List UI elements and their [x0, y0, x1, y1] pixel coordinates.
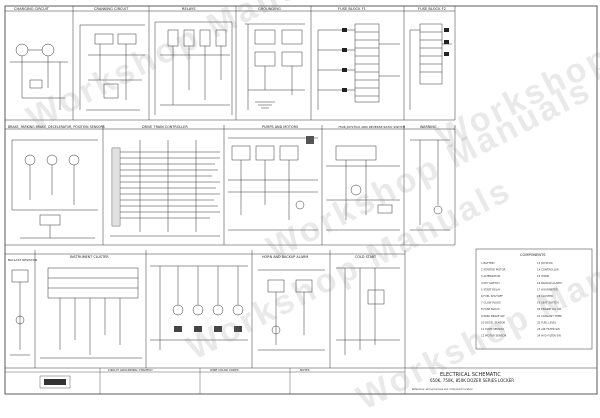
legend: COMPONENTS 1 BATTERY 2 STARTER MOTOR 3 ALT… — [475, 248, 593, 350]
legend-item: 13 JOYSTICK — [537, 261, 553, 265]
legend-item: 11 PUMP SENSOR — [481, 327, 504, 331]
joystick-wiring — [326, 145, 400, 231]
bottom-band: BALLAST RESISTOR INSTRUMENT CLUSTER HORN… — [5, 250, 597, 369]
drive-train-wiring — [110, 140, 220, 237]
legend-item: 7 GLOW PLUGS — [481, 301, 501, 305]
legend-item: 24 HYD FILTER SW — [537, 334, 561, 338]
legend-item: 15 HORN — [537, 274, 549, 278]
legend-item: 9 PARK BRAKE SW — [481, 314, 505, 318]
section-cluster: INSTRUMENT CLUSTER — [70, 255, 109, 259]
cold-start-wiring — [336, 267, 400, 355]
left-column-wiring — [10, 269, 30, 356]
legend-item: 19 SEAT SWITCH — [537, 301, 559, 305]
pumps-wiring — [228, 137, 318, 231]
section-brake: BRAKE, PARKING BRAKE, DECELERATOR, POSIT… — [8, 125, 105, 129]
legend-item: 2 STARTER MOTOR — [481, 268, 506, 272]
section-horn: HORN AND BACKUP ALARM — [262, 255, 308, 259]
top-band: CHARGING CIRCUIT CRANKING CIRCUIT RELAYS… — [5, 6, 456, 121]
legend-item: 21 COOLANT TEMP — [537, 314, 562, 318]
grounding-wiring — [245, 23, 305, 110]
sheet-border — [4, 5, 598, 395]
legend-item: 16 BACKUP ALARM — [537, 281, 561, 285]
section-relays: RELAYS — [182, 7, 196, 11]
section-joystick: 750K JOYSTICK AND REVERSE RATIO SWITCH — [338, 125, 405, 129]
sensor-connectors — [174, 326, 242, 332]
schematic-sheet: CHARGING CIRCUIT CRANKING CIRCUIT RELAYS… — [4, 5, 598, 395]
section-cold-start: COLD START — [355, 255, 377, 259]
legend-item: 23 AIR FILTER SW — [537, 327, 560, 331]
legend-item: 4 KEY SWITCH — [481, 281, 499, 285]
cluster-wiring — [40, 267, 142, 359]
section-grounding: GROUNDING — [258, 7, 281, 11]
legend-item: 5 START RELAY — [481, 287, 501, 291]
brake-wiring — [11, 139, 98, 239]
horn-wiring — [258, 269, 325, 351]
title-line2: 650K, 750K, 850K DOZER SERIES LOCKER — [430, 378, 514, 383]
bottom-info: CIRCUIT GROUNDING STRATEGY WIRE COLOR CO… — [5, 368, 406, 394]
fuse-block-f2 — [409, 23, 452, 110]
wire-color-label: WIRE COLOR CODES — [210, 368, 239, 372]
legend-item: 6 FUEL SHUTOFF — [481, 294, 503, 298]
middle-band: BRAKE, PARKING BRAKE, DECELERATOR, POSIT… — [5, 125, 456, 246]
title-line1: ELECTRICAL SCHEMATIC — [440, 372, 501, 378]
legend-item: 17 HOURMETER — [537, 287, 558, 291]
relays-wiring — [154, 21, 233, 115]
legend-item: 12 MOTOR SENSOR — [481, 334, 507, 338]
legend-item: 3 ALTERNATOR — [481, 274, 501, 278]
section-fuse-f1: FUSE BLOCK F1 — [338, 7, 366, 11]
section-pumps: PUMPS AND MOTORS — [262, 125, 298, 129]
sensor-wiring — [150, 265, 248, 350]
legend-item: 10 DECEL SENSOR — [481, 320, 505, 324]
cranking-circuit-wiring — [79, 24, 145, 111]
warning-wiring — [410, 139, 450, 231]
logo-box — [39, 375, 71, 389]
title-block: ELECTRICAL SCHEMATIC 650K, 750K, 850K DO… — [412, 372, 514, 391]
legend-title: COMPONENTS — [520, 253, 546, 257]
logo-mark — [44, 379, 66, 385]
fuse-f2-terminals — [444, 28, 449, 56]
fuse-block-f1 — [317, 23, 400, 110]
section-warning: WARNING — [420, 125, 437, 129]
controller-connector — [112, 148, 120, 226]
left-note: BALLAST RESISTOR — [8, 258, 37, 262]
section-charging: CHARGING CIRCUIT — [14, 7, 50, 11]
notes-label: NOTES — [300, 368, 310, 372]
pump-relay — [306, 136, 314, 144]
legend-item: 20 ENGINE OIL SW — [537, 307, 562, 311]
grounding-strategy-label: CIRCUIT GROUNDING STRATEGY — [108, 368, 153, 372]
title-footnote: Reference: wiring harness and component … — [412, 388, 473, 391]
legend-item: 1 BATTERY — [481, 261, 495, 265]
fuse-f1-terminals — [342, 28, 347, 92]
legend-item: 8 FUSE BLOCK — [481, 307, 500, 311]
legend-item: 18 CLUSTER — [537, 294, 553, 298]
legend-item: 22 FUEL LEVEL — [537, 320, 557, 324]
charging-circuit-wiring — [10, 43, 68, 110]
section-fuse-f2: FUSE BLOCK F2 — [418, 7, 446, 11]
legend-item: 14 CONTROLLER — [537, 268, 559, 272]
section-drive-train: DRIVE TRAIN CONTROLLER — [142, 125, 188, 129]
section-cranking: CRANKING CIRCUIT — [94, 7, 129, 11]
